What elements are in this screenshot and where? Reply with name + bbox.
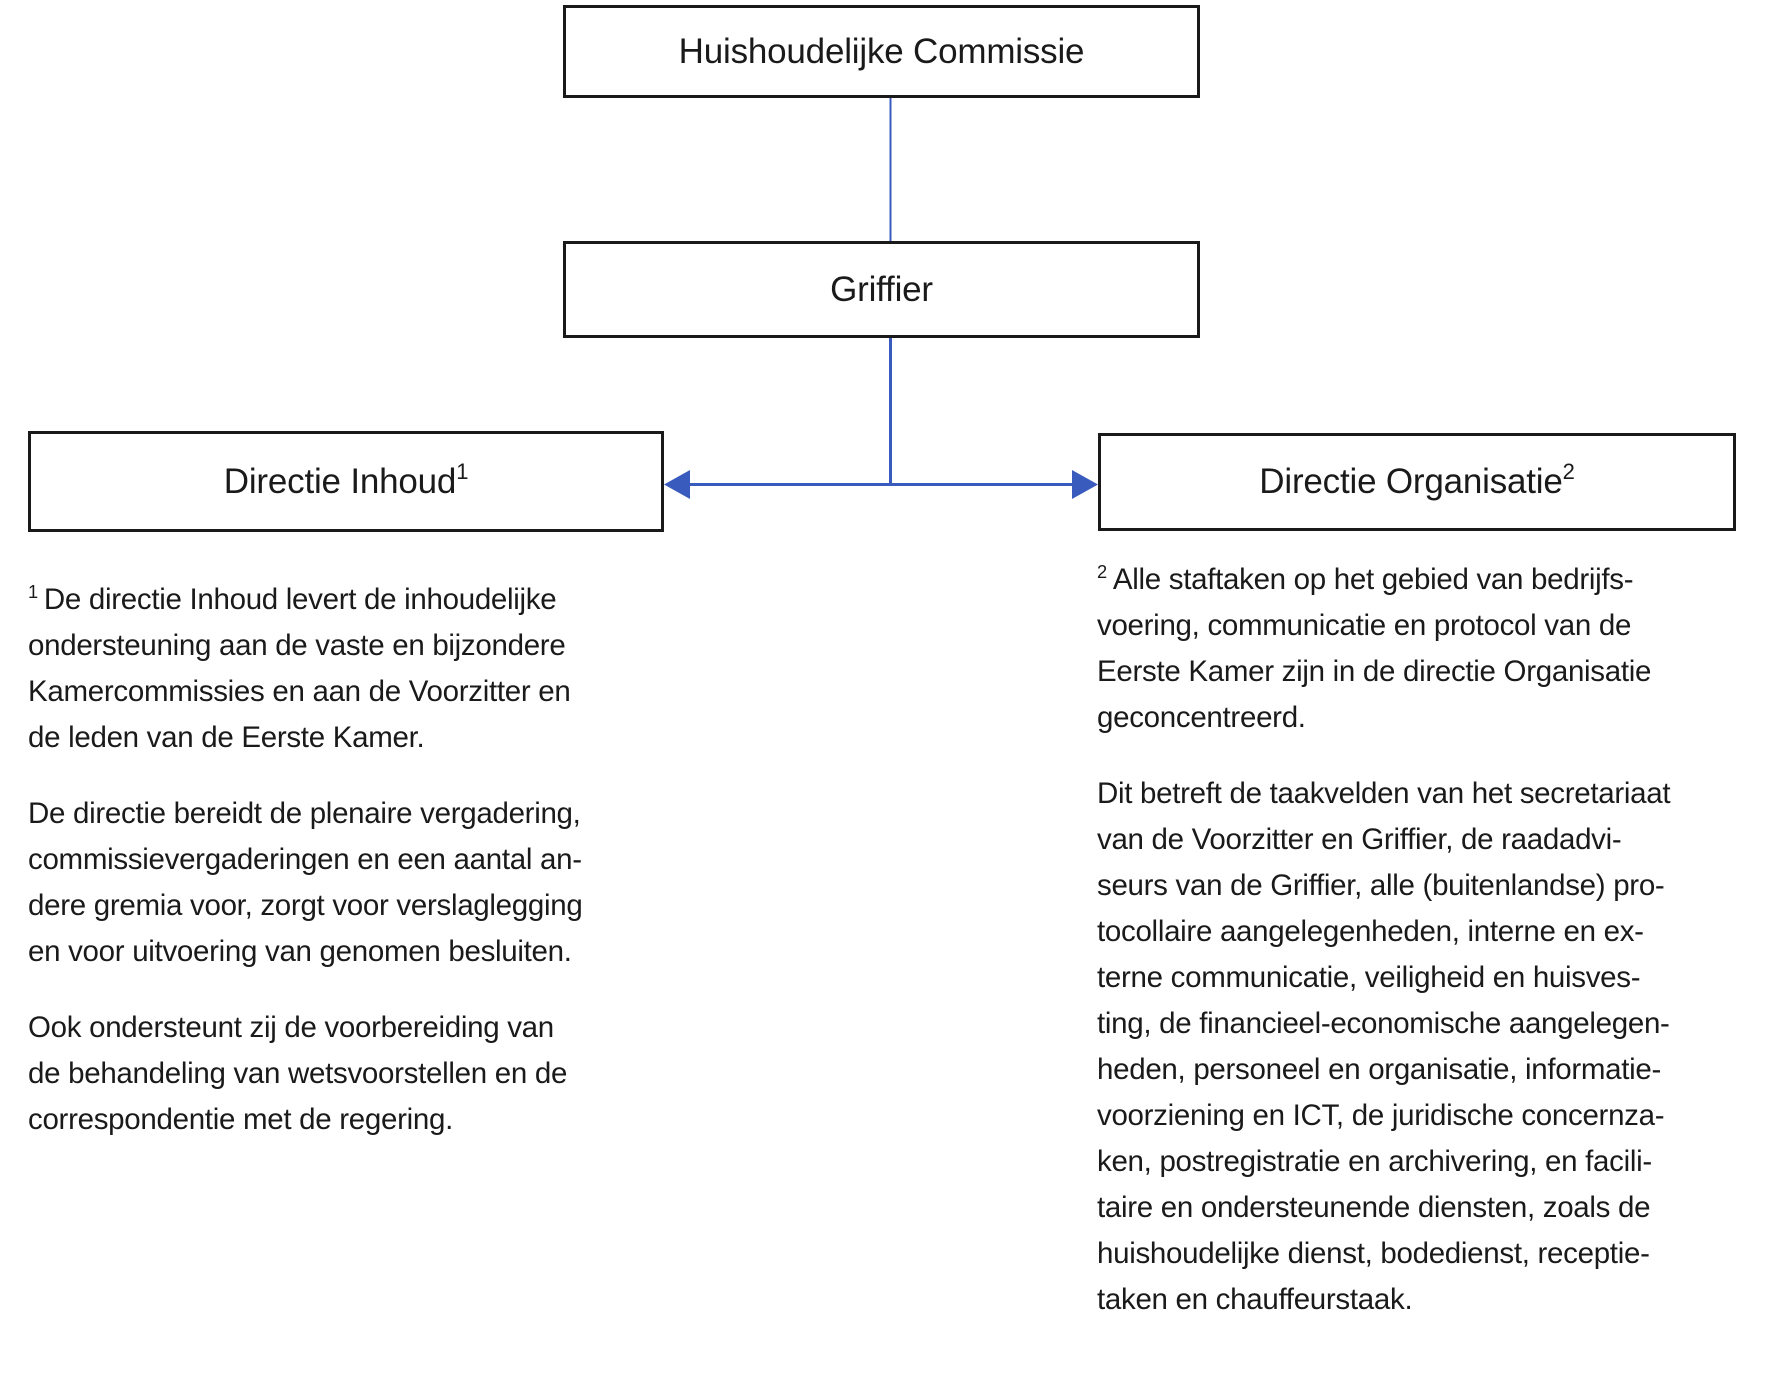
node-label: Directie Organisatie: [1259, 462, 1563, 501]
arrowhead-left-icon: [664, 470, 690, 499]
footnote-marker: 2: [1097, 561, 1107, 583]
footnote-marker: 1: [28, 581, 38, 603]
footnote-text: De directie bereidt de plenaire vergader…: [28, 797, 583, 968]
footnote-text: Dit betreft de taakvelden van het secret…: [1097, 777, 1671, 1316]
footnote-paragraph: De directie bereidt de plenaire vergader…: [28, 791, 678, 975]
node-griffier: Griffier: [563, 241, 1200, 338]
footnote-text: De directie Inhoud levert de inhoudelijk…: [28, 583, 571, 754]
node-label: Directie Inhoud: [223, 461, 457, 501]
footnote-paragraph: Ook ondersteunt zij de voorbereiding van…: [28, 1005, 678, 1143]
node-label: Huishoudelijke Commissie: [678, 31, 1085, 71]
footnote-paragraph: Dit betreft de taakvelden van het secret…: [1097, 771, 1769, 1323]
arrowhead-right-icon: [1072, 470, 1098, 499]
footnote-text: Alle staftaken op het gebied van bedrijf…: [1097, 563, 1652, 734]
node-huishoudelijke-commissie: Huishoudelijke Commissie: [563, 5, 1200, 98]
node-label: Griffier: [830, 269, 933, 309]
footnote-text: Ook ondersteunt zij de voorbereiding van…: [28, 1011, 568, 1136]
